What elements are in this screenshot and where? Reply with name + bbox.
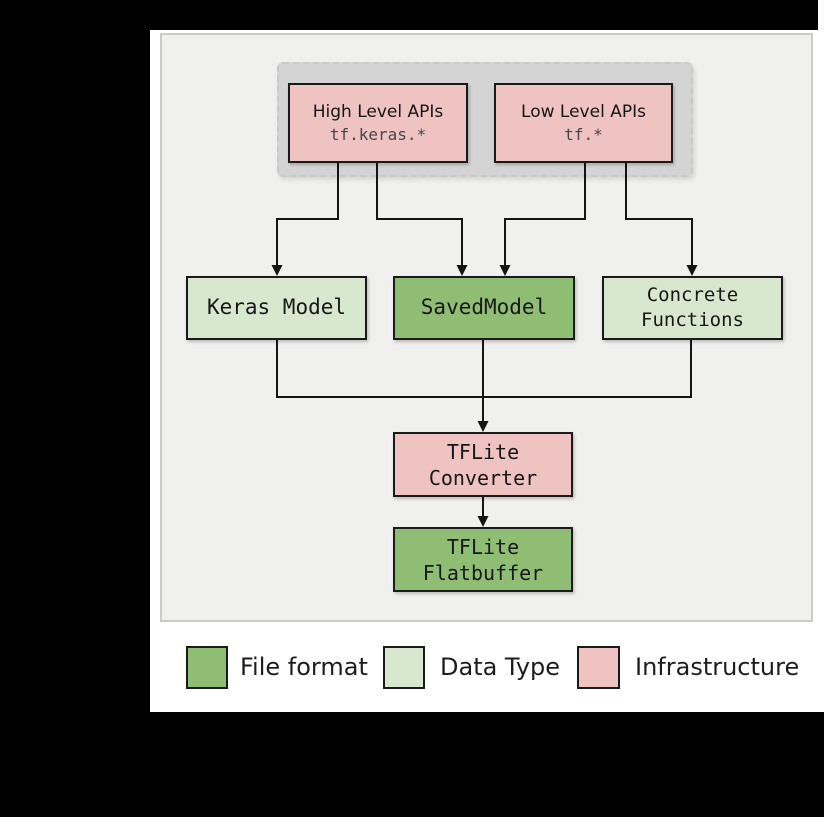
legend-swatch-file-format: [186, 646, 228, 689]
concrete-functions-box: Concrete Functions: [602, 276, 783, 340]
saved-model-label: SavedModel: [420, 295, 548, 320]
legend-swatch-infrastructure: [577, 646, 620, 689]
legend-label-data-type: Data Type: [440, 653, 561, 681]
legend-swatch-data-type: [383, 646, 425, 689]
low-level-apis-code: tf.*: [564, 125, 603, 145]
tflite-converter-line1: TFLite: [446, 439, 520, 464]
legend-label-file-format: File format: [240, 653, 368, 681]
tflite-flatbuffer-box: TFLite Flatbuffer: [393, 527, 573, 592]
legend-label-infrastructure: Infrastructure: [635, 653, 800, 681]
high-level-apis-code: tf.keras.*: [329, 125, 427, 145]
tflite-flatbuffer-line1: TFLite: [446, 534, 520, 559]
low-level-apis-title: Low Level APIs: [521, 102, 646, 123]
keras-model-box: Keras Model: [186, 276, 367, 340]
saved-model-box: SavedModel: [393, 276, 575, 340]
concrete-functions-line2: Functions: [641, 309, 744, 331]
high-level-apis-box: High Level APIs tf.keras.*: [288, 83, 468, 163]
tflite-converter-line2: Converter: [428, 465, 538, 490]
high-level-apis-title: High Level APIs: [312, 102, 444, 123]
tflite-flatbuffer-line2: Flatbuffer: [422, 560, 544, 585]
keras-model-label: Keras Model: [206, 295, 347, 320]
figure-background-sliver: [818, 0, 824, 30]
low-level-apis-box: Low Level APIs tf.*: [494, 83, 673, 163]
concrete-functions-line1: Concrete: [646, 284, 739, 307]
tflite-converter-box: TFLite Converter: [393, 432, 573, 497]
